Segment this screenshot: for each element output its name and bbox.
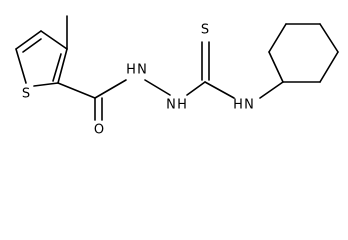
bond-n2-c-thione xyxy=(186,81,206,96)
bond-n1-n2 xyxy=(144,79,171,96)
atom-h-n1: H xyxy=(126,63,136,78)
bond-c5-c4 xyxy=(15,30,42,50)
bond-cy-2 xyxy=(268,23,287,53)
bond-s-c5 xyxy=(15,48,27,84)
bond-carbonyl-n1 xyxy=(94,79,127,99)
bond-cy-5 xyxy=(319,51,339,83)
atom-n1: N xyxy=(137,63,147,78)
bond-c5-c4-double xyxy=(22,38,42,53)
bond-c3-c2-double xyxy=(52,53,62,82)
bond-c2-s xyxy=(33,82,59,87)
bond-c2-carbonyl xyxy=(57,82,96,99)
bond-cy-4 xyxy=(319,23,339,53)
atom-h-n2: H xyxy=(177,98,187,113)
atom-h-n3: H xyxy=(233,98,243,113)
bond-c3-c2 xyxy=(57,48,68,84)
atom-o-carbonyl: O xyxy=(94,123,104,138)
bond-cy-1 xyxy=(268,51,284,83)
cyclohexane-ring xyxy=(268,23,339,83)
atom-n2: N xyxy=(166,98,176,113)
thiophene-ring xyxy=(15,30,68,87)
atom-s-ring: S xyxy=(22,87,30,102)
atom-s-thione: S xyxy=(201,23,209,38)
molecule-structure: S O H N N H S H N xyxy=(15,15,339,138)
bond-n3-cyclohexyl xyxy=(259,81,284,99)
atom-n3: N xyxy=(244,98,254,113)
bond-c-n3 xyxy=(204,81,235,99)
bond-c4-c3 xyxy=(40,30,68,50)
